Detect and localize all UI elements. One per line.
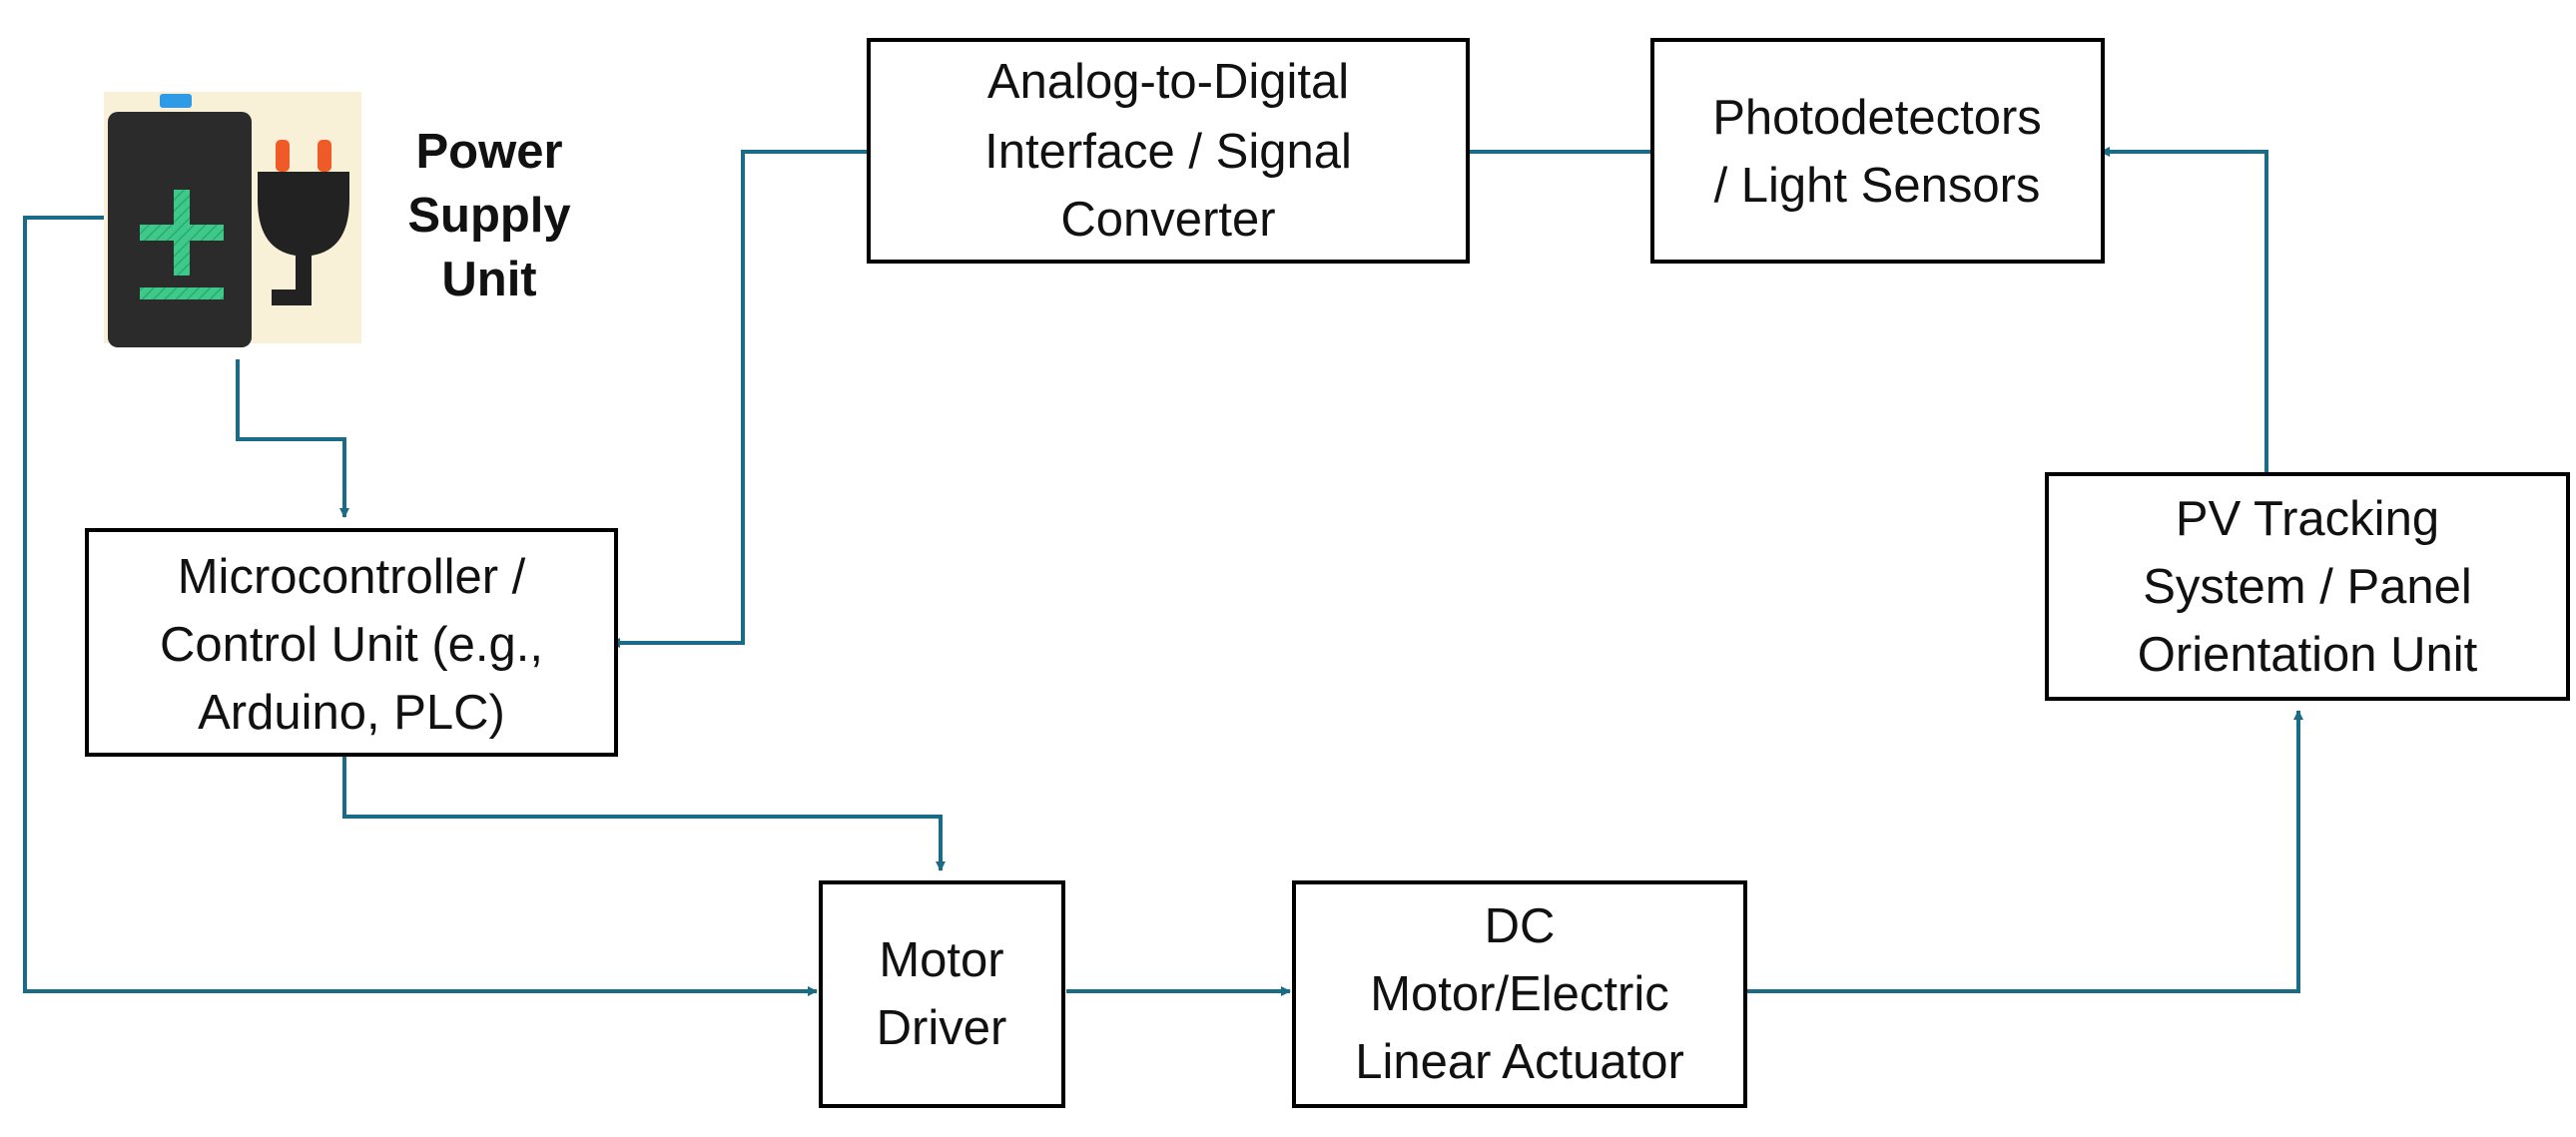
node-pv-tracking-box [2045,472,2570,701]
node-adc-line: Interface / Signal [984,125,1352,179]
edge-dc-motor-to-pv [1747,710,2303,993]
node-photodetectors-line: / Light Sensors [1714,159,2041,213]
edge-adc-to-microcontroller [610,150,867,648]
minus-symbol-icon [140,287,224,299]
node-adc: Analog-to-Digital Interface / Signal Con… [867,38,1470,264]
node-dc-motor-box [1292,880,1747,1108]
node-dc-motor: DC Motor/Electric Linear Actuator [1292,880,1747,1108]
node-photodetectors: Photodetectors / Light Sensors [1650,38,2105,264]
node-photodetectors-line: Photodetectors [1712,91,2042,145]
node-adc-box [867,38,1470,264]
battery-plug-icon [104,92,361,347]
edge-pv-to-photodetectors [2100,147,2268,472]
node-motor-driver-box [819,880,1065,1108]
node-microcontroller-line: Control Unit (e.g., [160,618,543,672]
node-pv-tracking-line: Orientation Unit [2138,628,2478,682]
plug-prong-right-icon [318,140,331,172]
power-supply-label-line: Supply [407,189,570,243]
plus-symbol-vertical-icon [174,190,190,276]
node-microcontroller-line: Arduino, PLC) [198,686,505,740]
edge-microcontroller-to-motor-driver [342,754,946,871]
plug-prong-left-icon [276,140,290,172]
connectors [23,147,2303,996]
edge-psu-to-microcontroller [236,359,349,518]
node-motor-driver-line: Motor [879,933,1003,987]
node-pv-tracking: PV Tracking System / Panel Orientation U… [2045,472,2570,701]
node-dc-motor-line: DC [1485,899,1556,953]
edge-psu-to-motor-driver [23,216,818,996]
node-microcontroller-line: Microcontroller / [178,550,526,604]
node-microcontroller-box [85,528,618,757]
node-pv-tracking-line: PV Tracking [2176,492,2439,546]
battery-terminal-icon [160,94,192,108]
node-motor-driver: Motor Driver [819,880,1065,1108]
node-microcontroller: Microcontroller / Control Unit (e.g., Ar… [85,528,618,757]
node-photodetectors-box [1650,38,2105,264]
node-dc-motor-line: Linear Actuator [1355,1035,1684,1089]
plug-body-icon [258,172,349,305]
power-supply-label-line: Unit [441,253,536,306]
power-supply-label-line: Power [415,125,562,179]
node-motor-driver-line: Driver [877,1001,1007,1055]
node-pv-tracking-line: System / Panel [2143,560,2472,614]
node-adc-line: Converter [1060,193,1275,247]
node-dc-motor-line: Motor/Electric [1370,967,1669,1021]
power-supply-label: Power Supply Unit [407,125,570,306]
node-adc-line: Analog-to-Digital [987,55,1349,109]
